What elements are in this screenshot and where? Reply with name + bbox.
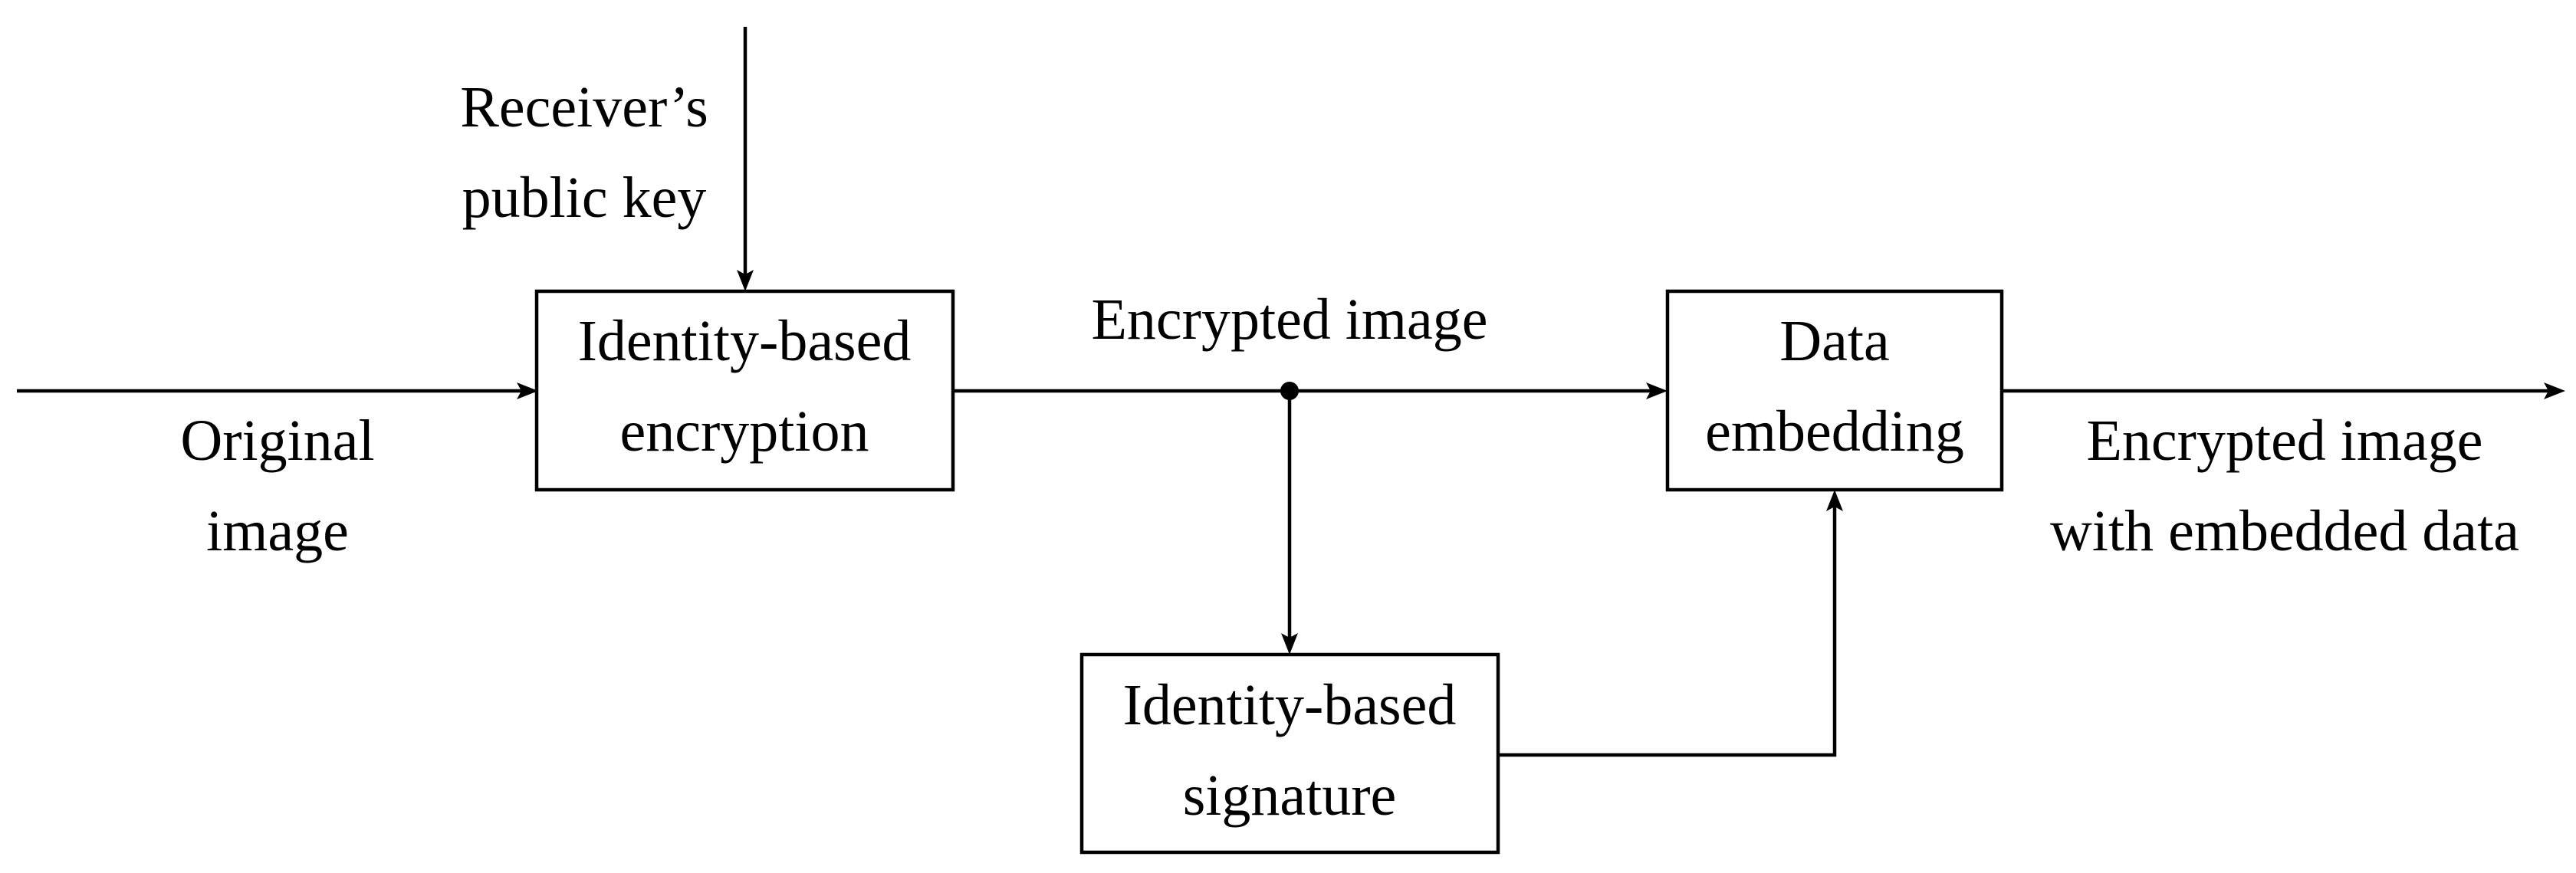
encrypted-image-arrowhead [1646,382,1668,399]
input-original-image: Original image [17,382,538,563]
identity-based-encryption-block: Identity-based encryption [534,289,955,492]
signature-label-line1: Identity-based [1123,673,1457,737]
signature-to-embedding [1498,490,1843,757]
encrypted-image-label: Encrypted image [1091,287,1487,352]
embedding-label-line1: Data [1779,309,1889,373]
original-image-label-line1: Original [180,409,374,473]
output-label-line2: with embedded data [2050,499,2519,563]
output-arrowhead [2544,382,2565,399]
encryption-label-line2: encryption [619,399,869,464]
data-embedding-block: Data embedding [1665,289,2004,492]
public-key-arrowhead [737,270,754,291]
public-key-label-line1: Receiver’s [460,75,708,139]
signature-label-line2: signature [1183,763,1397,828]
input-arrowhead [517,382,538,399]
embedding-label-line2: embedding [1705,399,1964,464]
signature-feedback-line [1498,504,1837,757]
public-key-input: Receiver’s public key [460,27,754,291]
signature-feedback-arrowhead [1826,490,1843,511]
public-key-label-line2: public key [462,166,707,230]
original-image-label-line2: image [206,499,349,563]
encryption-label-line1: Identity-based [578,309,912,373]
encrypted-image-link: Encrypted image [953,287,1668,400]
output-label-line1: Encrypted image [2086,409,2482,473]
encryption-box [534,289,955,492]
output-encrypted-image: Encrypted image with embedded data [2002,382,2565,563]
branch-to-signature [1281,391,1298,655]
branch-down-arrowhead [1281,633,1298,655]
identity-based-signature-block: Identity-based signature [1079,652,1500,855]
